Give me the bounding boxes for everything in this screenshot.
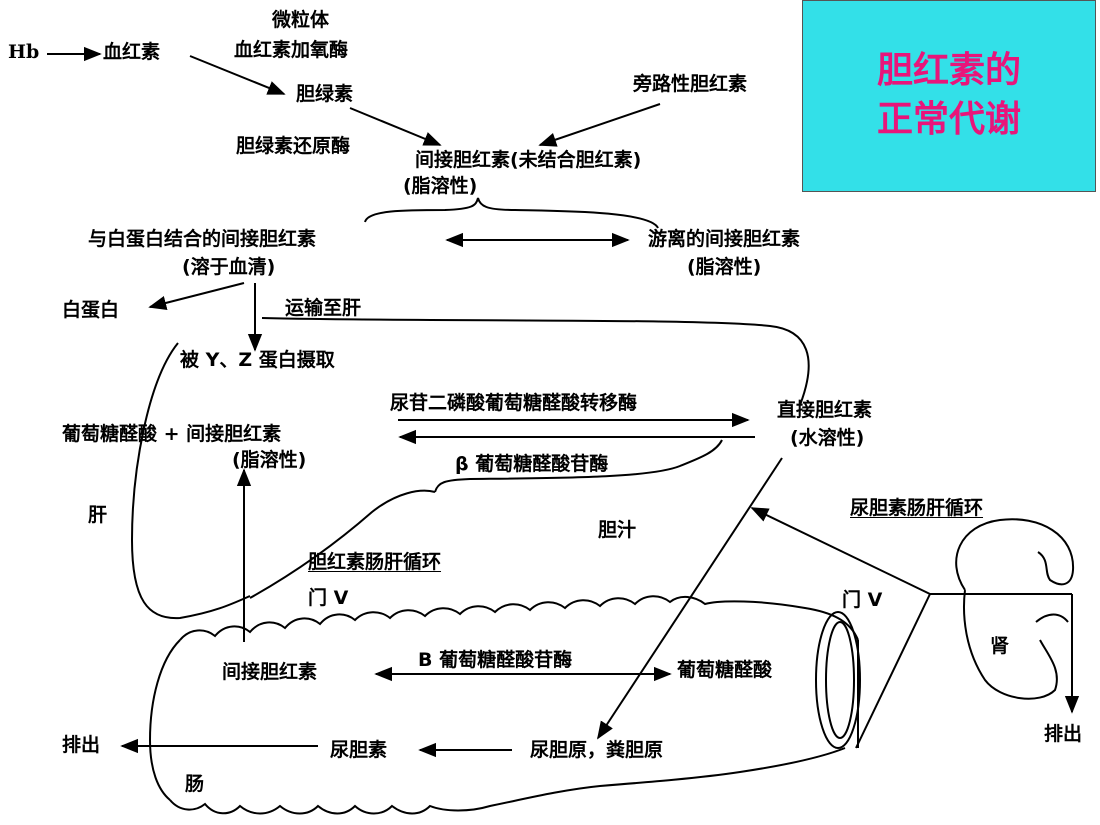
label-biliverdin-reductase: 胆绿素还原酶 bbox=[236, 135, 351, 157]
label-bilirubin-cycle: 胆红素肠肝循环 bbox=[308, 551, 442, 573]
intestine-left bbox=[148, 639, 181, 801]
label-gut-glucuronic: 葡萄糖醛酸 bbox=[677, 659, 773, 681]
label-biliverdin: 胆绿素 bbox=[296, 83, 354, 105]
split-brace bbox=[364, 197, 659, 229]
label-yz-uptake: 被 Y、Z 蛋白摄取 bbox=[180, 349, 335, 371]
arrow-heme-biliverdin bbox=[189, 55, 286, 95]
enzyme-bracket bbox=[434, 439, 723, 493]
arrow-biliverdin-indirect bbox=[349, 107, 442, 146]
label-bile: 胆汁 bbox=[598, 519, 637, 541]
intestine-top bbox=[179, 595, 859, 641]
label-urobilinogen: 尿胆原，粪胆原 bbox=[530, 739, 664, 761]
label-beta-glucuronidase: β 葡萄糖醛酸苷酶 bbox=[455, 453, 609, 475]
label-transport-liver: 运输至肝 bbox=[285, 297, 362, 319]
title-box: 胆红素的 正常代谢 bbox=[802, 0, 1096, 192]
label-kidney: 肾 bbox=[990, 635, 1010, 657]
label-hb: Hb bbox=[8, 41, 40, 63]
label-fat-soluble: (脂溶性) bbox=[403, 175, 478, 197]
colon-end-inner bbox=[825, 621, 855, 739]
label-direct-bilirubin: 直接胆红素 bbox=[777, 399, 873, 421]
label-urobilinogen-cycle: 尿胆素肠肝循环 bbox=[850, 497, 984, 519]
label-albumin-bound: 与白蛋白结合的间接胆红素 bbox=[88, 228, 317, 250]
label-albumin: 白蛋白 bbox=[62, 299, 120, 321]
kidney-shape bbox=[955, 518, 1075, 700]
label-liver: 肝 bbox=[88, 504, 108, 526]
label-glucuronic-indirect: 葡萄糖醛酸 + 间接胆红素 bbox=[62, 423, 282, 445]
label-heme: 血红素 bbox=[103, 41, 161, 63]
label-free-fat-soluble: (脂溶性) bbox=[687, 256, 762, 278]
label-excrete-right: 排出 bbox=[1044, 723, 1083, 745]
label-free-indirect: 游离的间接胆红素 bbox=[648, 228, 801, 250]
label-water-soluble: (水溶性) bbox=[790, 427, 865, 449]
label-indirect-bilirubin: 间接胆红素(未结合胆红素) bbox=[415, 149, 642, 171]
label-portal-v-right: 门 V bbox=[842, 589, 883, 611]
label-portal-v-left: 门 V bbox=[308, 587, 349, 609]
arrow-shunt-indirect bbox=[538, 103, 661, 147]
line-from-colon bbox=[855, 593, 931, 749]
label-microsome: 微粒体 bbox=[272, 9, 330, 31]
label-serum-soluble: (溶于血清) bbox=[182, 256, 276, 278]
label-heme-oxygenase: 血红素加氧酶 bbox=[234, 39, 349, 61]
title-line-1: 胆红素的 bbox=[876, 50, 1021, 92]
title-line-2: 正常代谢 bbox=[876, 99, 1021, 140]
label-udp-transferase: 尿苷二磷酸葡萄糖醛酸转移酶 bbox=[390, 392, 638, 414]
arrow-urobilinogen-cycle bbox=[750, 507, 931, 595]
label-intestine: 肠 bbox=[185, 773, 205, 795]
label-b-glucuronidase: B 葡萄糖醛酸苷酶 bbox=[418, 649, 573, 671]
label-shunt-bilirubin: 旁路性胆红素 bbox=[633, 73, 748, 95]
label-excrete-left: 排出 bbox=[62, 734, 101, 756]
label-urobilin: 尿胆素 bbox=[330, 739, 388, 761]
bilirubin-cycle-curve bbox=[249, 489, 436, 599]
label-gut-indirect: 间接胆红素 bbox=[222, 661, 318, 683]
colon-end-outer bbox=[815, 611, 861, 749]
label-liver-fat-soluble: (脂溶性) bbox=[232, 449, 307, 471]
arrow-to-albumin bbox=[148, 282, 245, 310]
liver-outline bbox=[130, 317, 810, 620]
intestine-bottom bbox=[169, 747, 846, 815]
